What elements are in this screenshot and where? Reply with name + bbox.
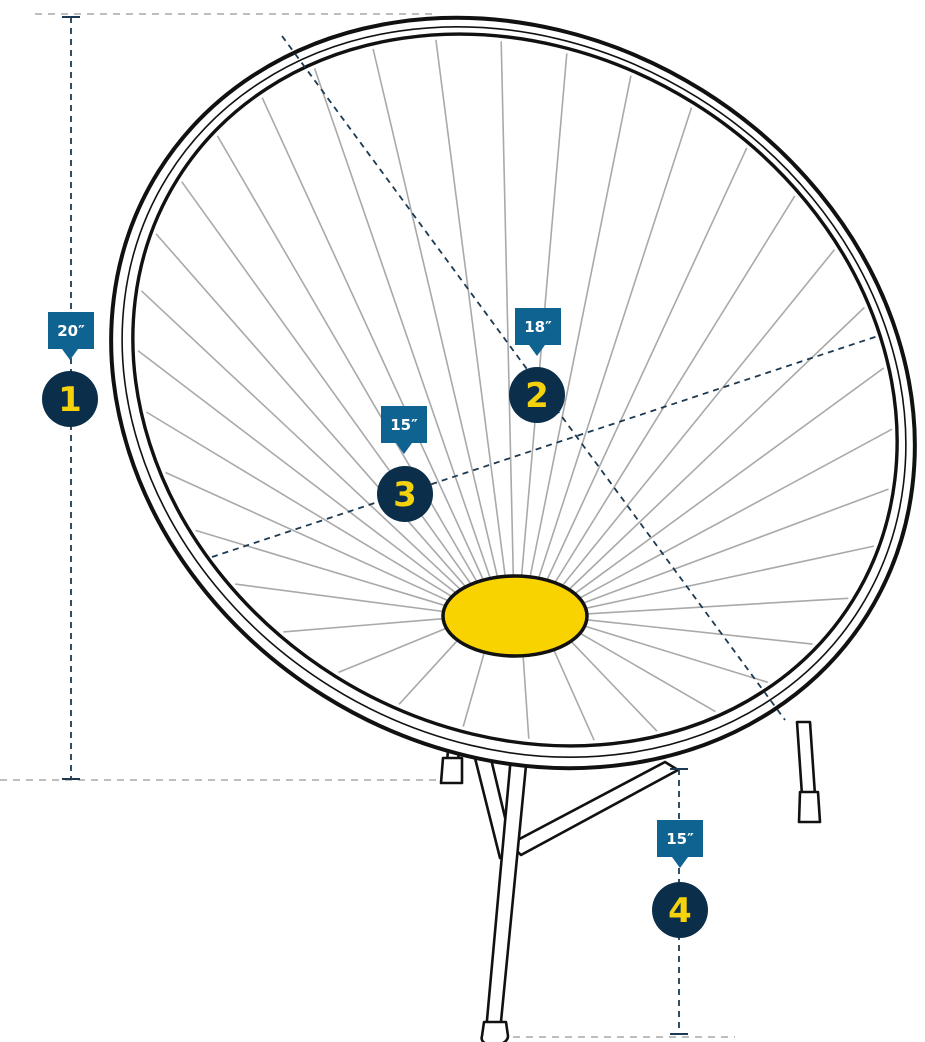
seat-spokes (137, 39, 893, 741)
seat-spoke (261, 97, 485, 581)
seat-spoke (283, 617, 444, 633)
badge-number-1: 1 (58, 380, 82, 420)
dimension-marker-3: 15″ 3 (377, 406, 433, 522)
back-left-foot (439, 756, 464, 785)
badge-number-4: 4 (668, 891, 692, 931)
seat-spoke (584, 625, 769, 684)
seat-spoke (372, 48, 499, 578)
badge-number-2: 2 (525, 376, 549, 416)
seat-spoke (579, 632, 716, 713)
seat-spoke (546, 147, 748, 581)
badge-number-3: 3 (393, 475, 417, 515)
back-right-foot (797, 790, 822, 824)
seat-spoke (586, 619, 813, 645)
measure-tag-4 (657, 820, 703, 868)
measure-label-2: 18″ (524, 318, 552, 336)
measure-label-4: 15″ (666, 830, 694, 848)
chair-legs (439, 720, 822, 1042)
seat-spoke (529, 75, 632, 578)
seat-spoke (313, 68, 492, 579)
seat-spoke (579, 428, 893, 599)
seat-spoke (235, 583, 444, 613)
seat-spoke (216, 135, 478, 583)
dimension-line-3 (211, 335, 879, 558)
seat-spoke (338, 627, 447, 674)
seat-spoke (585, 545, 875, 610)
dimension-line-2 (281, 35, 786, 721)
seat-spoke (145, 411, 453, 598)
seat-spoke (137, 350, 457, 594)
seat-spoke (140, 290, 462, 591)
center-hub (441, 574, 589, 658)
number-badge-4 (652, 882, 708, 938)
measure-tag-1 (48, 312, 94, 360)
front-right-strut (508, 760, 680, 857)
seat-spoke (435, 39, 506, 577)
guide-lines (0, 13, 735, 1038)
seat-spoke (462, 651, 486, 727)
number-badge-2 (509, 367, 565, 423)
ring-inner-line (121, 26, 907, 758)
measure-tag-3 (381, 406, 427, 454)
dimension-marker-1: 20″ 1 (42, 312, 98, 427)
seat-spoke (570, 640, 658, 732)
seat-spoke (586, 597, 849, 615)
back-right-leg (795, 720, 817, 797)
seat-spoke (165, 471, 449, 602)
seat-spoke (181, 181, 472, 585)
dimension-marker-4: 15″ 4 (652, 820, 708, 938)
seat-spoke (500, 41, 515, 577)
number-badge-1 (42, 371, 98, 427)
seat-spoke (582, 488, 889, 604)
seat-spoke (561, 249, 836, 587)
seat-spoke (552, 649, 595, 741)
seat-spoke (195, 529, 446, 607)
measure-label-1: 20″ (57, 322, 85, 340)
number-badge-3 (377, 466, 433, 522)
seat-spoke (574, 367, 885, 595)
dimension-end-caps (62, 16, 688, 1035)
dimension-marker-2: 18″ 2 (509, 308, 565, 423)
measure-label-3: 15″ (390, 416, 418, 434)
seat-spoke (398, 639, 459, 705)
seat-spoke (554, 195, 796, 584)
seat-spoke (537, 107, 693, 579)
front-left-foot (480, 1020, 510, 1042)
measure-tag-2 (515, 308, 561, 356)
seat-spoke (155, 233, 467, 588)
seat-spoke (568, 306, 865, 591)
seat-spoke (522, 655, 530, 739)
